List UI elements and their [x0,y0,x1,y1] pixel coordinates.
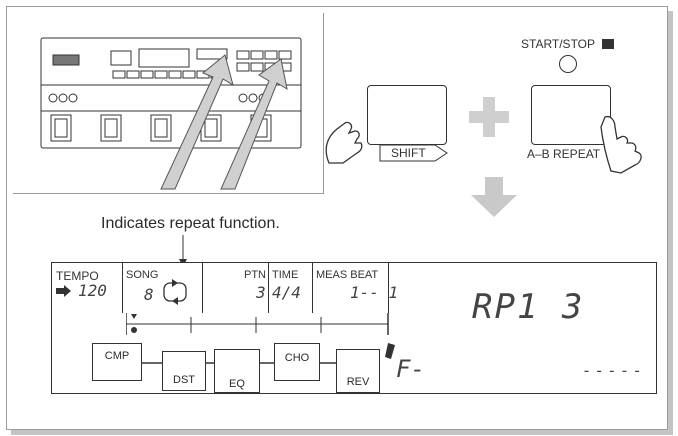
start-stop-led [559,55,577,73]
meas-beat-value: 1-- 1 [350,283,399,302]
pencil-icon [385,343,395,359]
left-hand-icon [325,121,363,164]
main-readout: RP1 3 [472,287,585,327]
shift-button[interactable] [367,85,447,145]
effect-block-eq: EQ [214,349,260,393]
ptn-label: PTN [244,269,266,281]
beat-timeline [126,313,389,335]
start-stop-label: START/STOP [521,37,615,51]
shift-tag [379,144,448,162]
device-overview-panel [13,13,324,194]
play-pause-icon [602,39,615,49]
meas-beat-label: MEAS BEAT [316,269,379,281]
tempo-arrow-icon [56,285,71,297]
shift-label: SHIFT [391,146,426,160]
ptn-value: 3 [256,283,266,302]
down-arrow-icon [471,177,517,217]
f-text: F- [396,355,425,383]
plus-icon [469,97,509,137]
diagram-frame: START/STOP SHIFT A–B REPEAT Indicates re… [6,6,668,430]
ab-repeat-label: A–B REPEAT [527,147,601,161]
effect-block-rev: REV [336,349,380,393]
dashes-readout: ----- [582,361,646,380]
song-label: SONG [126,269,159,281]
ab-repeat-button[interactable] [531,85,611,145]
tempo-label: TEMPO [56,269,99,283]
device-sketch [40,37,302,190]
caption: Indicates repeat function. [101,215,280,232]
time-value: 4/4 [272,283,301,302]
right-hand-icon [600,115,642,174]
song-value: 8 [144,285,154,304]
tempo-value: 120 [78,281,107,300]
effect-block-cho: CHO [274,343,320,381]
repeat-icon [163,279,187,305]
effect-block-dst: DST [162,351,206,391]
time-label: TIME [272,269,299,281]
effect-block-cmp: CMP [92,343,142,381]
lcd-display: TEMPO 120 SONG 8 PTN 3 TIME 4/4 MEAS BEA… [51,262,657,394]
